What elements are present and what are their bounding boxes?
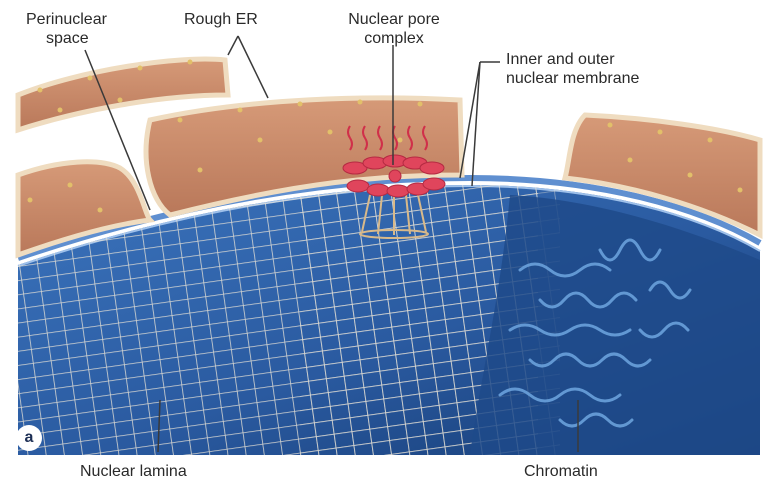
label-chromatin: Chromatin	[524, 462, 598, 481]
label-perinuclear-space: Perinuclear space	[26, 10, 107, 48]
label-nuclear-pore-complex-line1: Nuclear pore	[324, 10, 464, 29]
label-inner-outer-membrane-line1: Inner and outer	[506, 50, 639, 69]
label-nuclear-lamina: Nuclear lamina	[80, 462, 187, 481]
label-nuclear-pore-complex-line2: complex	[324, 29, 464, 48]
label-inner-outer-membrane: Inner and outer nuclear membrane	[506, 50, 639, 88]
panel-letter-badge: a	[16, 425, 42, 451]
label-perinuclear-space-line2: space	[26, 29, 107, 48]
label-rough-er: Rough ER	[184, 10, 258, 29]
label-nuclear-pore-complex: Nuclear pore complex	[324, 10, 464, 48]
label-inner-outer-membrane-line2: nuclear membrane	[506, 69, 639, 88]
label-perinuclear-space-line1: Perinuclear	[26, 10, 107, 29]
